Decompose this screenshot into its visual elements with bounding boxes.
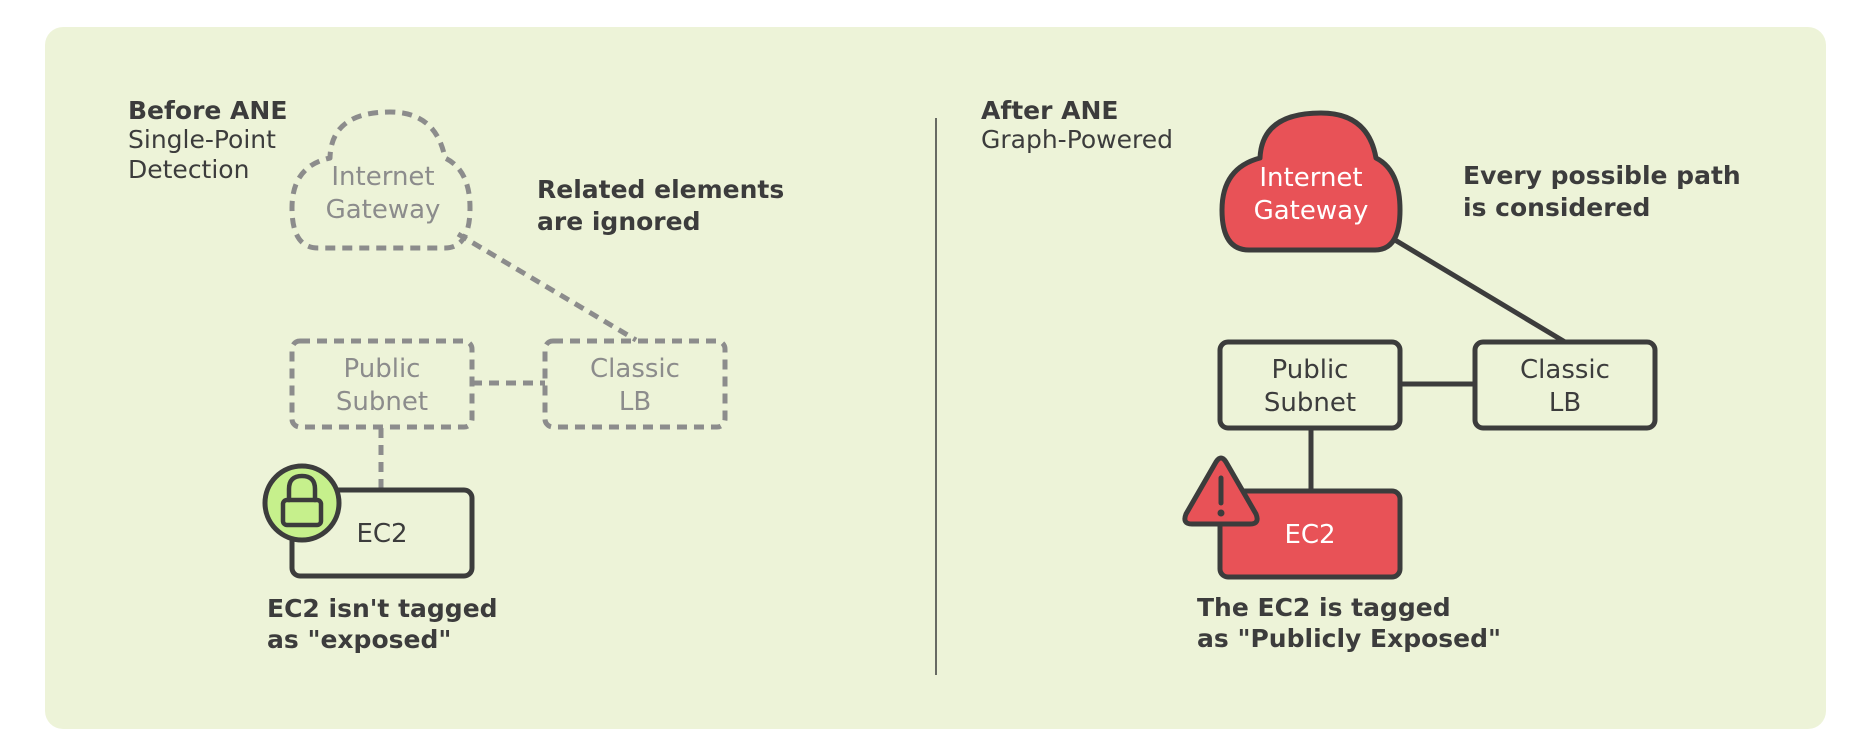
before-panel: Before ANE Single-Point Detection Intern…	[128, 96, 784, 654]
after-lb-label-line1: Classic	[1520, 355, 1610, 385]
before-subtitle-line2: Detection	[128, 155, 249, 184]
after-lb-label-line2: LB	[1549, 388, 1581, 418]
after-ec2-label: EC2	[1284, 520, 1335, 550]
before-ec2: EC2	[289, 487, 475, 579]
before-lb-label-line1: Classic	[590, 354, 680, 384]
before-caption-line2: as "exposed"	[267, 625, 451, 654]
after-classic-lb: Classic LB	[1472, 339, 1658, 431]
before-internet-gateway: Internet Gateway	[289, 109, 473, 251]
lock-icon	[262, 463, 342, 543]
after-internet-gateway: Internet Gateway	[1219, 110, 1403, 253]
after-subnet-label-line1: Public	[1272, 355, 1349, 385]
before-subnet-label-line2: Subnet	[336, 387, 428, 417]
after-gateway-label-line1: Internet	[1259, 163, 1362, 193]
after-public-subnet: Public Subnet	[1217, 339, 1403, 431]
after-gateway-label-line2: Gateway	[1254, 196, 1369, 226]
before-caption-line1: EC2 isn't tagged	[267, 594, 498, 623]
before-public-subnet: Public Subnet	[289, 338, 475, 430]
before-note-line2: are ignored	[537, 207, 700, 236]
after-note-line1: Every possible path	[1463, 161, 1741, 190]
after-title: After ANE	[981, 96, 1119, 125]
before-gateway-label-line1: Internet	[331, 162, 434, 192]
before-ec2-label: EC2	[356, 519, 407, 549]
before-lb-label-line2: LB	[619, 387, 651, 417]
after-caption-line1: The EC2 is tagged	[1197, 593, 1451, 622]
after-note-line2: is considered	[1463, 193, 1650, 222]
warning-icon	[1182, 455, 1260, 527]
before-gateway-label-line2: Gateway	[326, 195, 441, 225]
after-subtitle: Graph-Powered	[981, 125, 1173, 154]
after-ec2: EC2	[1217, 488, 1403, 580]
before-note-line1: Related elements	[537, 175, 784, 204]
before-classic-lb: Classic LB	[542, 338, 728, 430]
before-edge-gateway-lb	[456, 231, 638, 343]
after-subnet-label-line2: Subnet	[1264, 388, 1356, 418]
before-subnet-label-line1: Public	[344, 354, 421, 384]
before-subtitle-line1: Single-Point	[128, 125, 276, 154]
after-caption-line2: as "Publicly Exposed"	[1197, 624, 1501, 653]
after-edge-gateway-lb	[1383, 231, 1567, 345]
before-title: Before ANE	[128, 96, 287, 125]
after-panel: After ANE Graph-Powered Internet Gateway…	[981, 96, 1741, 653]
